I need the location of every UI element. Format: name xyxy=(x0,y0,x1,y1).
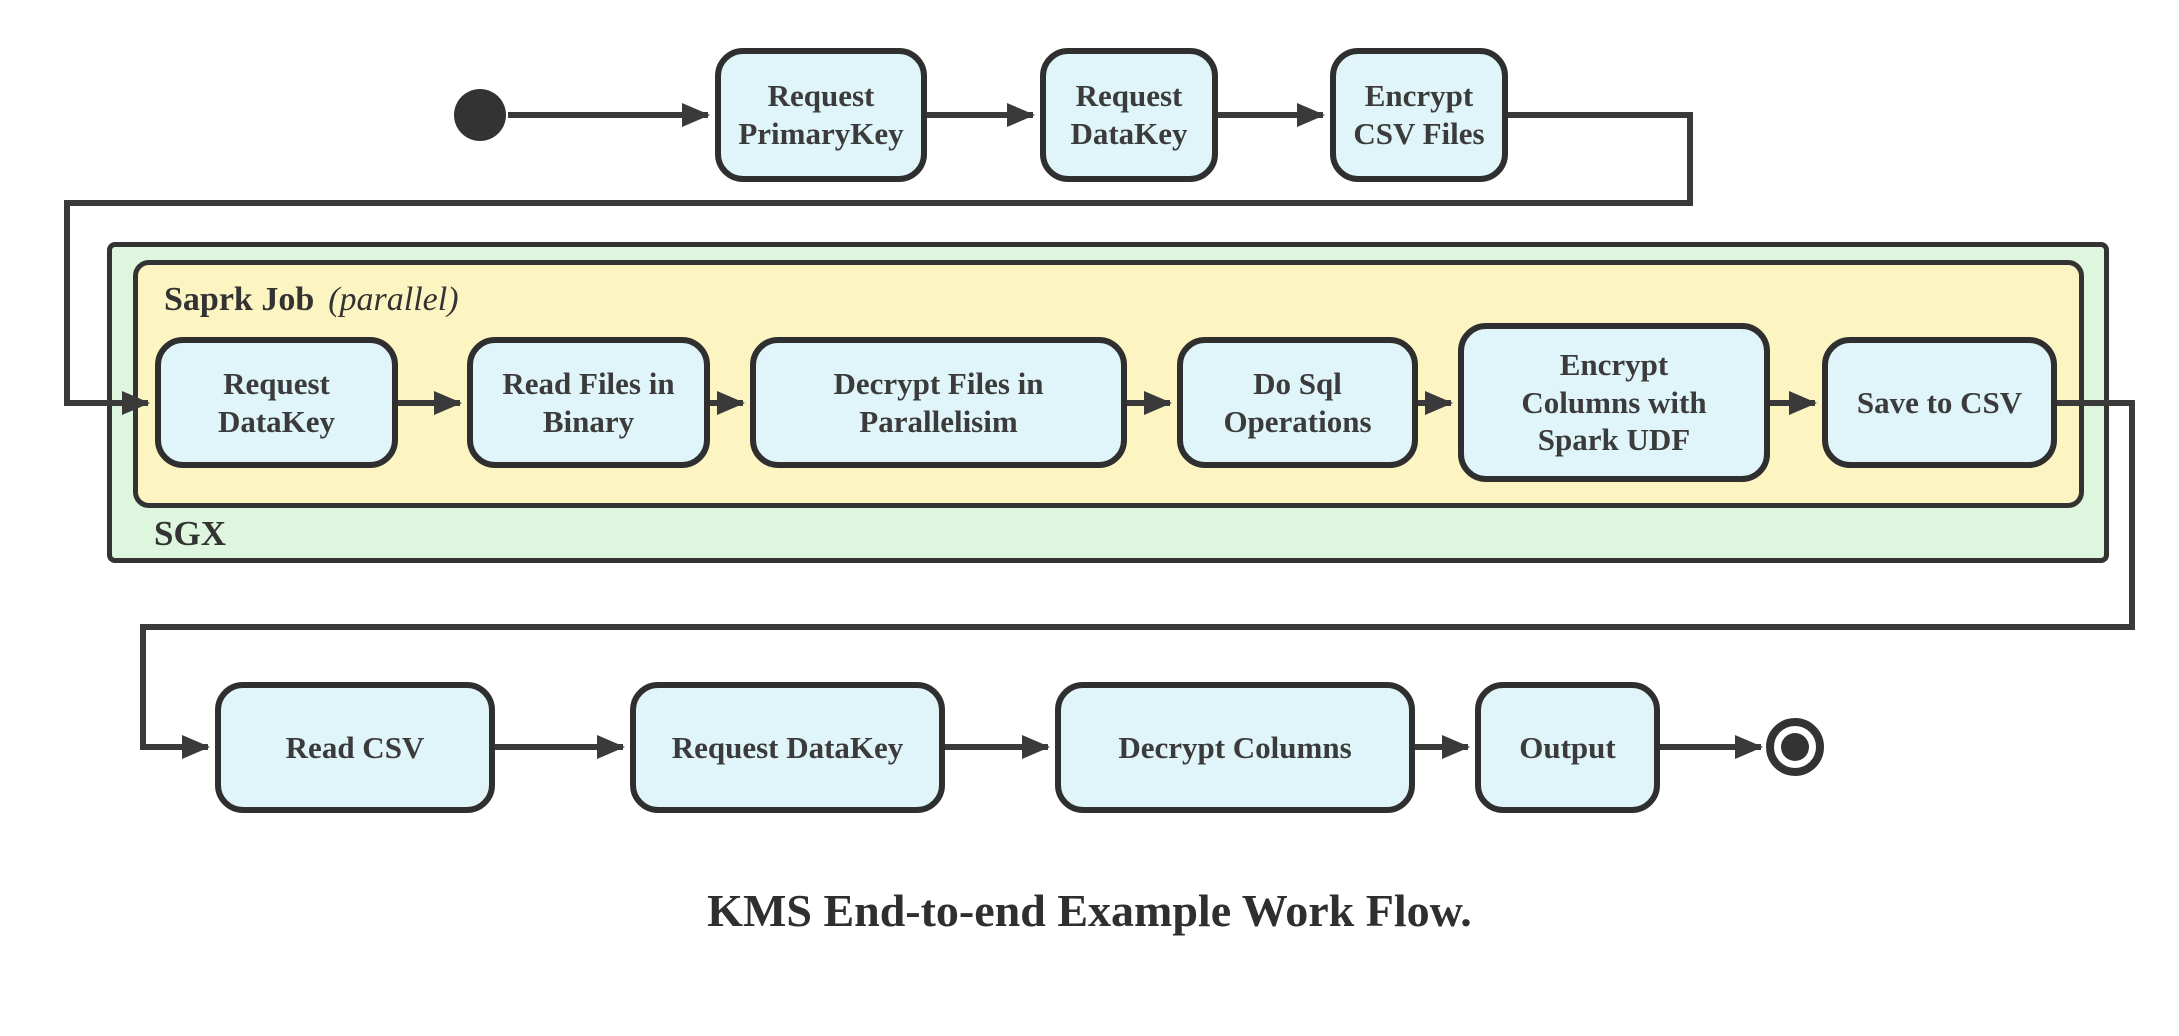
spark-job-label: Saprk Job (parallel) xyxy=(164,281,459,319)
node-request-datakey-spark: Request DataKey xyxy=(155,337,398,468)
node-request-datakey-top: Request DataKey xyxy=(1040,48,1218,182)
node-read-files-in-binary: Read Files in Binary xyxy=(467,337,710,468)
node-save-to-csv: Save to CSV xyxy=(1822,337,2057,468)
spark-job-label-mode: (parallel) xyxy=(328,281,459,318)
diagram-title: KMS End-to-end Example Work Flow. xyxy=(707,885,1472,936)
node-do-sql-operations: Do Sql Operations xyxy=(1177,337,1418,468)
node-request-datakey-bottom: Request DataKey xyxy=(630,682,945,813)
node-output: Output xyxy=(1475,682,1660,813)
node-decrypt-columns: Decrypt Columns xyxy=(1055,682,1415,813)
node-encrypt-columns-with-spark-udf: Encrypt Columns with Spark UDF xyxy=(1458,323,1770,482)
node-decrypt-files-in-parallelism: Decrypt Files in Parallelisim xyxy=(750,337,1127,468)
end-node xyxy=(1766,718,1824,776)
sgx-label: SGX xyxy=(154,514,226,553)
node-request-primarykey: Request PrimaryKey xyxy=(715,48,927,182)
node-read-csv: Read CSV xyxy=(215,682,495,813)
start-node xyxy=(454,89,506,141)
spark-job-label-name: Saprk Job xyxy=(164,281,315,318)
node-encrypt-csv-files: Encrypt CSV Files xyxy=(1330,48,1508,182)
end-node-dot xyxy=(1781,733,1809,761)
